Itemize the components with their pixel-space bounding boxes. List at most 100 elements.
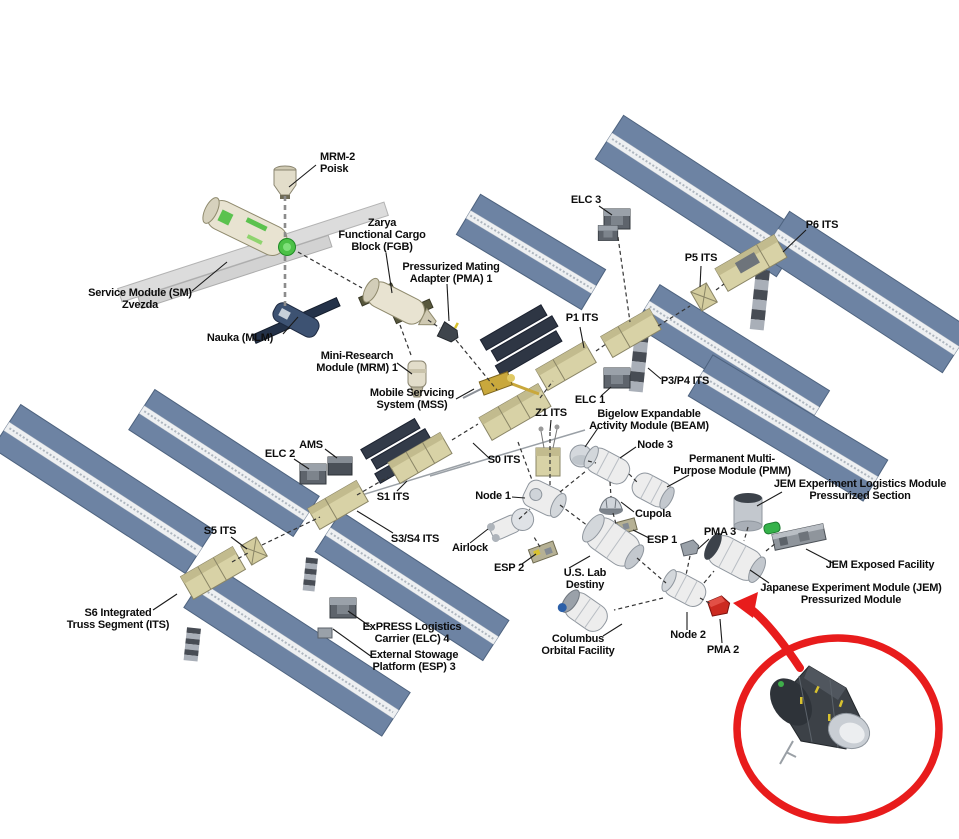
leader-line	[579, 326, 585, 349]
connector-dashed	[559, 470, 587, 493]
leader-line	[620, 501, 635, 513]
label-line: P5 ITS	[684, 252, 718, 265]
label-line: S3/S4 ITS	[390, 533, 440, 546]
label-line: External Stowage	[369, 649, 459, 662]
connector-dashed	[703, 570, 715, 584]
label-s1-its: S1 ITS	[376, 491, 410, 504]
label-line: S5 ITS	[203, 525, 237, 538]
connector-dashed	[297, 251, 363, 289]
label-line: MRM-2	[320, 151, 356, 164]
label-line: Mobile Servicing	[369, 387, 455, 400]
jem-ef-green-module	[763, 521, 781, 535]
leader-line	[647, 367, 662, 380]
connector-dashed	[715, 283, 725, 291]
label-s0-its: S0 ITS	[487, 454, 521, 467]
airlock-module	[486, 507, 535, 542]
connector-dashed	[657, 305, 691, 327]
truss-segments	[179, 234, 788, 600]
connector-dashed	[617, 236, 631, 323]
label-line: S6 Integrated	[84, 607, 152, 620]
label-line: Pressurized Section	[809, 490, 911, 502]
label-line: ESP 1	[647, 534, 677, 547]
connector-dashed	[595, 343, 607, 352]
logistics-carriers	[299, 208, 638, 639]
leader-line	[230, 536, 248, 550]
leader-line	[472, 442, 490, 459]
leader-line	[584, 427, 599, 448]
label-pma-2: PMA 2	[706, 644, 740, 657]
label-s5-its: S5 ITS	[203, 525, 237, 538]
label-cupola: Cupola	[635, 508, 671, 521]
label-line: ELC 1	[574, 394, 606, 407]
p3p4-truss	[600, 307, 662, 359]
label-line: PMA 2	[706, 644, 740, 657]
label-line: ESP 2	[494, 562, 524, 575]
node3-module	[583, 445, 631, 485]
label-line: Z1 ITS	[535, 407, 567, 420]
connector-dashed	[613, 597, 664, 611]
label-line: Activity Module (BEAM)	[589, 420, 709, 432]
label-line: S1 ITS	[376, 491, 410, 504]
leader-line	[356, 510, 394, 534]
label-line: P6 ITS	[805, 219, 839, 232]
label-line: JEM Experiment Logistics Module	[773, 478, 947, 491]
zvezda-module	[202, 197, 288, 257]
z1-truss	[535, 424, 561, 477]
boom-1	[351, 461, 471, 499]
us-lab-module	[582, 514, 645, 570]
label-node-1: Node 1	[475, 490, 511, 503]
label-elc-2: ELC 2	[265, 448, 295, 461]
leader-line	[749, 569, 770, 584]
leader-line	[396, 362, 413, 375]
label-line: Destiny	[565, 579, 605, 591]
label-line: Airlock	[452, 542, 488, 555]
columbus-module	[557, 589, 608, 632]
pma2-module	[706, 595, 731, 617]
leader-line	[602, 623, 623, 637]
label-p1-its: P1 ITS	[566, 312, 599, 325]
usos-modules	[486, 444, 827, 632]
label-line: Module (MRM) 1	[316, 362, 398, 374]
connector-dashed	[451, 423, 479, 441]
label-line: ELC 3	[570, 194, 602, 207]
mrm1-module	[407, 360, 427, 398]
label-pma-3: PMA 3	[704, 526, 736, 539]
leader-line	[568, 555, 591, 569]
label-line: Columbus	[551, 633, 605, 646]
label-line: Node 1	[475, 490, 511, 503]
callout-circle	[733, 634, 943, 824]
connector-dashed	[609, 481, 612, 498]
label-line: JEM Exposed Facility	[825, 559, 935, 572]
label-jem-pm: Japanese Experiment Module (JEM)Pressuri…	[760, 582, 941, 607]
label-p3-p4-its: P3/P4 ITS	[661, 375, 710, 388]
cupola-module	[599, 496, 623, 515]
label-line: Functional Cargo	[338, 229, 426, 242]
label-line: S0 ITS	[487, 454, 521, 467]
connector-dashed	[539, 380, 554, 399]
label-ams: AMS	[299, 439, 323, 452]
label-s3-s4-its: S3/S4 ITS	[390, 533, 440, 546]
s6-truss	[179, 546, 247, 600]
connector-dashed	[628, 473, 639, 484]
leader-line	[469, 528, 489, 544]
leader-line	[805, 548, 834, 564]
label-esp-2: ESP 2	[494, 562, 524, 575]
node1-module	[522, 479, 567, 518]
p1-radiator-fan	[479, 304, 563, 377]
jem-exposed-facility-module	[771, 523, 827, 551]
leader-line	[699, 265, 702, 288]
label-line: Pressurized Mating	[402, 261, 500, 274]
connector-dashed	[427, 319, 441, 329]
leader-line	[446, 283, 450, 322]
label-line: Zarya	[367, 217, 397, 230]
